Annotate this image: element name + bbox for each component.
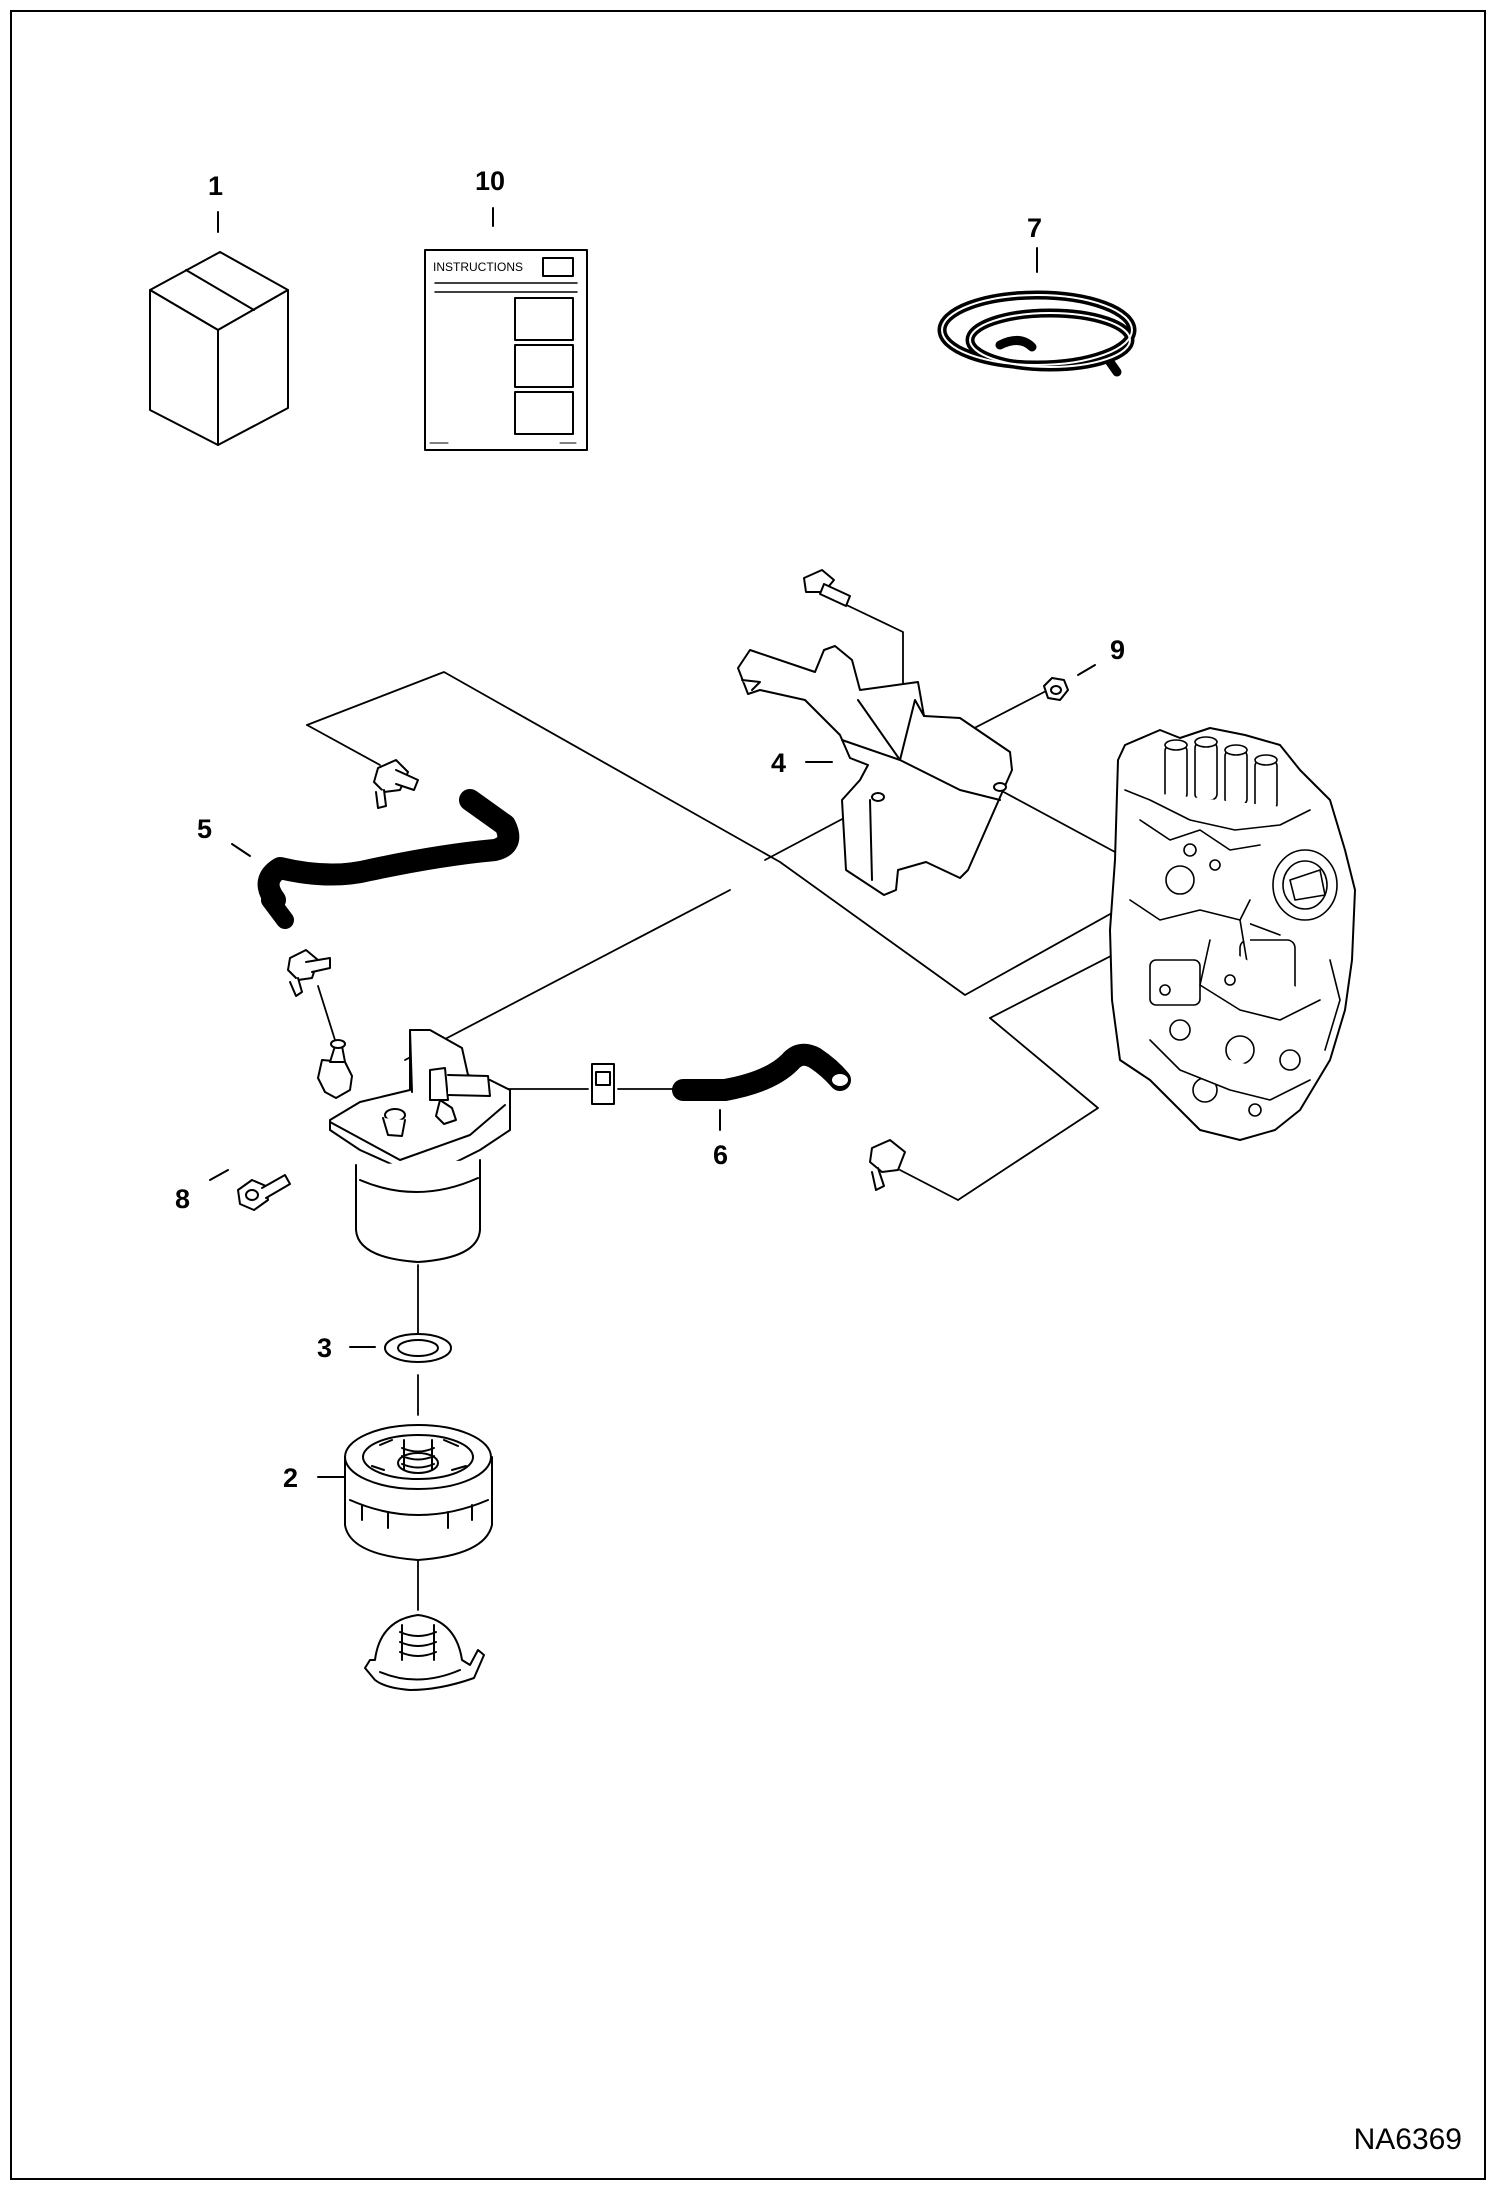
callout-1: 1 [208,171,224,201]
part-filter-bolt [237,1174,291,1211]
part-filter-bowl [355,1159,481,1263]
callout-10: 10 [475,166,506,196]
callout-4: 4 [771,748,787,778]
callout-7: 7 [1027,213,1043,243]
part-filter-head [317,1029,511,1171]
part-drain-cap [364,1614,485,1691]
part-instruction-sheet [424,249,588,451]
drawing-number: NA6369 [1353,2123,1462,2156]
part-bracket-bolt [803,569,851,607]
instructions-label: INSTRUCTIONS [433,260,523,274]
part-hose-lower [591,1043,906,1191]
part-bracket [737,645,1013,896]
part-gasket [384,1333,452,1363]
part-hose-upper [257,759,520,997]
callout-2: 2 [283,1463,299,1493]
callout-9: 9 [1110,635,1126,665]
callout-5: 5 [197,814,213,844]
callout-3: 3 [317,1333,333,1363]
part-nut [1043,677,1069,701]
part-filter-element [344,1424,493,1561]
drawing-frame [10,10,1486,2180]
part-box [149,251,289,446]
callout-6: 6 [713,1140,729,1170]
leader-lines [209,207,1096,1478]
callout-8: 8 [175,1184,191,1214]
part-engine-pump [1109,727,1356,1141]
